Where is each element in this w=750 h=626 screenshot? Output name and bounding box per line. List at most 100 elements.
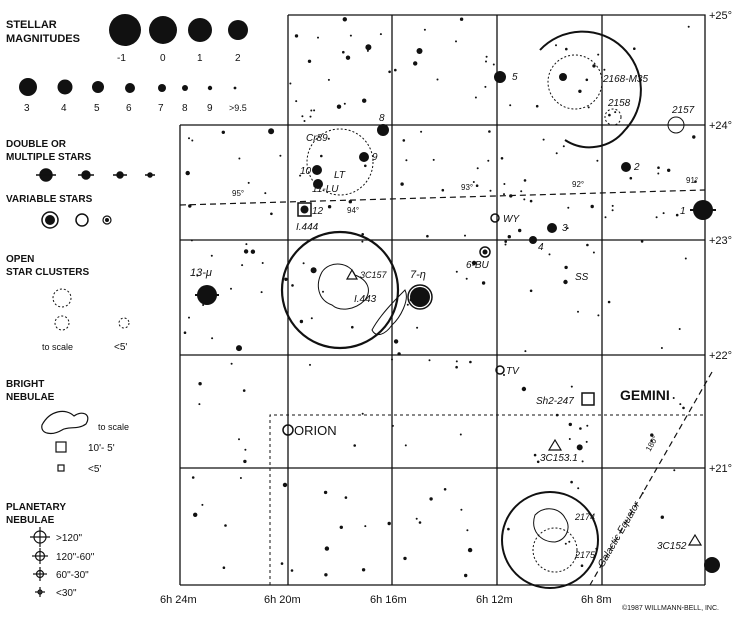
ss-label: SS: [575, 272, 589, 283]
field-star: [536, 460, 540, 464]
star-bu-inner: [482, 249, 488, 255]
field-star: [423, 28, 426, 31]
legend-pn-size-1: >120": [56, 533, 83, 544]
field-star: [247, 181, 250, 184]
field-star: [509, 104, 512, 107]
legend-nebulae-title-2: NEBULAE: [6, 392, 55, 403]
3c152-label: 3C152: [657, 541, 687, 552]
field-star: [299, 174, 302, 177]
field-star: [555, 152, 558, 155]
galactic-equator-line: [589, 371, 713, 586]
ra-label-6h16: 6h 16m: [370, 594, 407, 606]
field-star: [687, 25, 690, 28]
bu-label: 6-BU: [466, 260, 490, 271]
field-star: [428, 359, 431, 362]
field-star: [342, 17, 347, 22]
field-star: [361, 412, 364, 415]
field-star: [484, 85, 487, 88]
field-star: [662, 212, 665, 215]
field-star: [241, 264, 244, 267]
field-star: [577, 487, 580, 490]
field-star: [198, 382, 202, 386]
field-star: [307, 59, 312, 63]
field-star: [250, 249, 256, 254]
field-star: [578, 89, 582, 94]
field-star: [236, 345, 242, 352]
field-star: [353, 444, 357, 447]
field-star: [310, 109, 313, 112]
mu-label: 13-μ: [190, 267, 212, 279]
field-star: [472, 181, 475, 183]
field-star: [224, 524, 227, 527]
field-star: [388, 70, 391, 74]
field-star: [280, 562, 284, 565]
field-star: [413, 61, 418, 66]
field-star: [416, 48, 423, 54]
field-star: [361, 233, 365, 236]
field-star: [657, 166, 660, 169]
ecliptic-tick-94: 94°: [347, 206, 359, 215]
field-star: [608, 113, 611, 117]
3c157-label: 3C157: [360, 270, 388, 280]
field-star: [339, 525, 343, 529]
field-star: [529, 199, 533, 203]
field-star: [581, 460, 584, 463]
legend-nebula-mid: [55, 441, 67, 453]
field-star: [595, 547, 598, 550]
field-star: [672, 397, 675, 399]
field-star: [302, 262, 305, 265]
field-star: [604, 216, 607, 219]
field-star: [327, 137, 330, 140]
field-star: [576, 444, 583, 451]
field-star: [476, 167, 479, 170]
field-star: [675, 213, 679, 217]
coordinate-grid: [179, 14, 706, 586]
ra-label-6h24: 6h 24m: [160, 594, 197, 606]
star-11: [313, 179, 323, 189]
field-star: [597, 53, 600, 56]
field-star: [342, 50, 345, 54]
field-star: [548, 253, 551, 256]
field-star: [397, 352, 401, 356]
field-star: [507, 235, 511, 239]
field-star: [322, 290, 324, 293]
field-star: [585, 78, 589, 82]
legend-mag-row2: 3 4 5 6 7 8 9 >9.5: [19, 78, 247, 114]
legend-nebula-small: [57, 464, 65, 472]
ra-label-6h8: 6h 8m: [581, 594, 612, 606]
dec-label-25: +25°: [709, 10, 732, 22]
field-star: [303, 120, 306, 122]
field-star: [523, 198, 526, 201]
field-star: [570, 480, 573, 484]
field-star: [562, 145, 565, 148]
field-star: [222, 566, 226, 569]
field-star: [489, 189, 492, 192]
field-star: [611, 204, 614, 207]
field-star: [404, 444, 407, 447]
mag-label-3: 3: [24, 103, 30, 114]
field-star: [485, 55, 488, 58]
field-star: [580, 564, 584, 567]
star-num-5: 5: [512, 72, 518, 83]
ecliptic-line: [179, 189, 706, 206]
field-star: [429, 497, 433, 501]
field-star: [400, 182, 404, 186]
field-star: [455, 365, 458, 369]
orion-label: ORION: [294, 423, 337, 438]
legend-clusters-title-1: OPEN: [6, 254, 34, 265]
field-star: [289, 82, 292, 85]
field-star: [523, 179, 527, 182]
legend-magnitudes-title: MAGNITUDES: [6, 33, 80, 45]
star-num-2: 2: [633, 162, 640, 173]
field-star: [507, 527, 510, 531]
field-star: [279, 154, 282, 157]
eta-label: 7-η: [410, 269, 426, 281]
field-star: [190, 239, 193, 242]
field-star: [327, 205, 332, 209]
tv-label: TV: [506, 366, 520, 377]
field-star: [464, 573, 468, 578]
field-star: [193, 512, 198, 517]
field-star: [455, 40, 457, 43]
star-tv: [495, 365, 505, 375]
